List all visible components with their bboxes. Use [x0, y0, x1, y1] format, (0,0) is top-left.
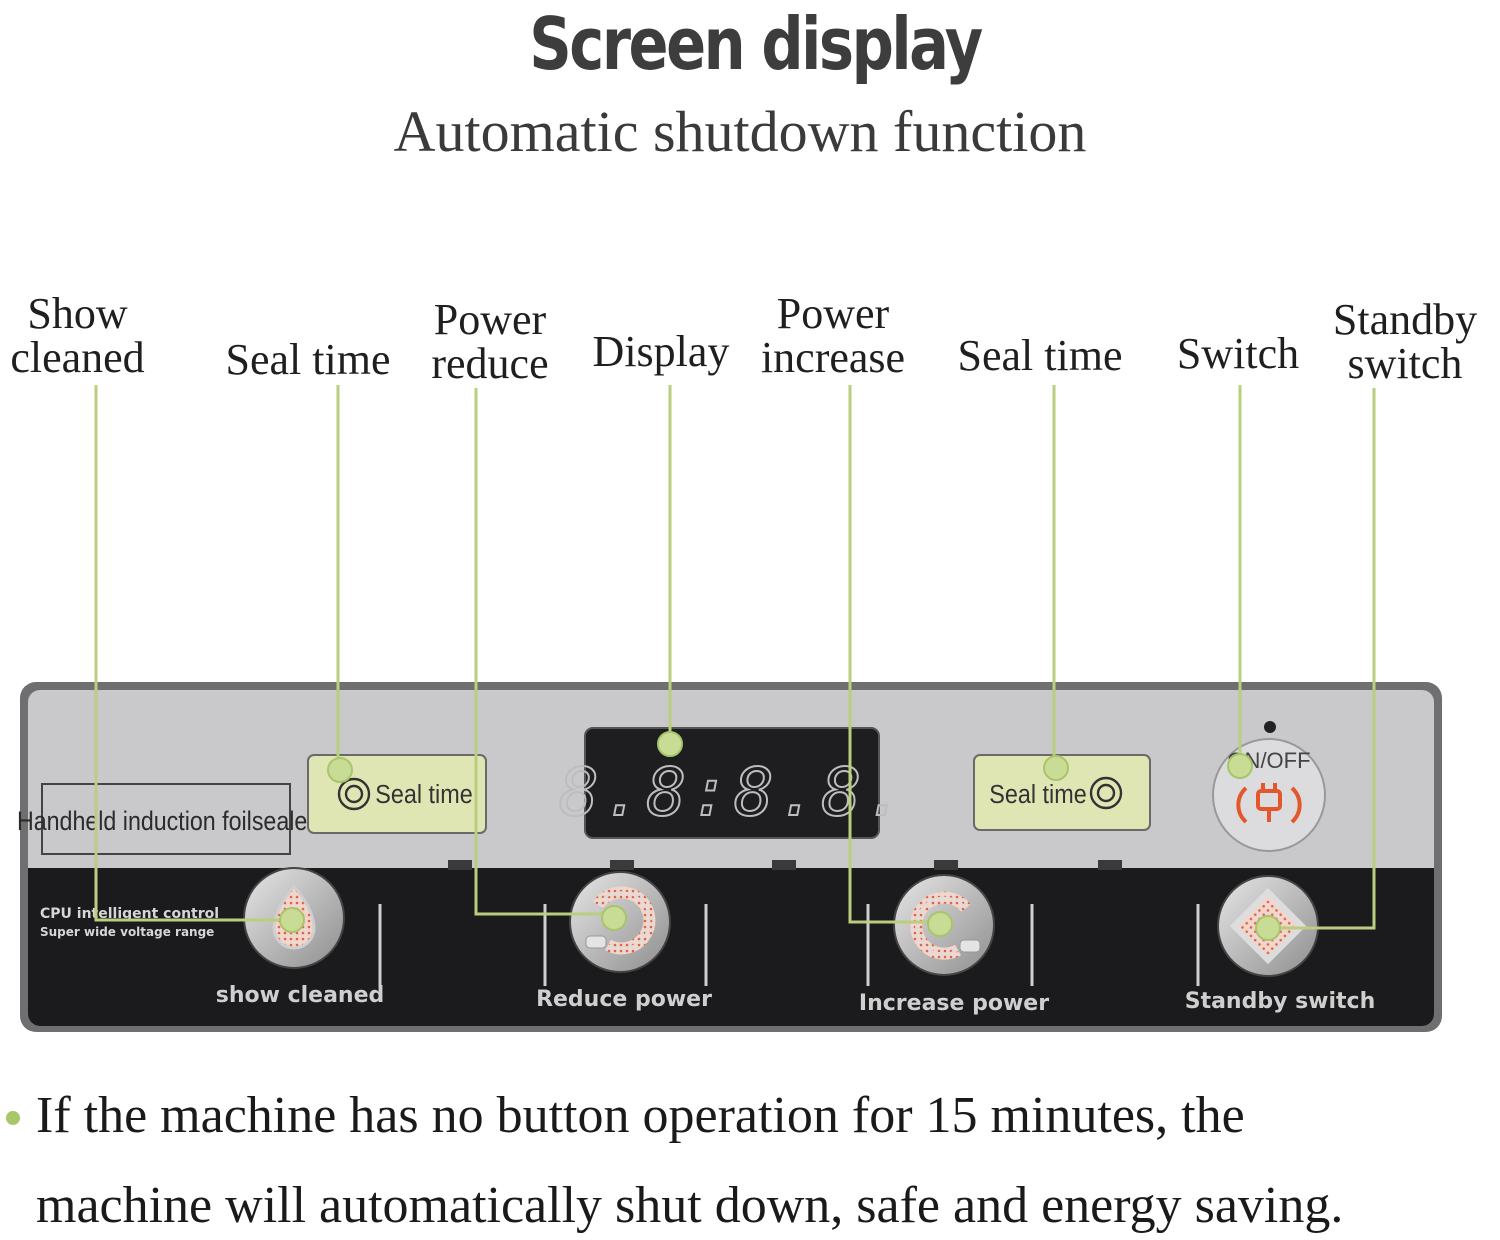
callout-line: Show [27, 289, 128, 338]
control-panel: Handheld induction foilsealer Seal time … [17, 385, 1442, 1032]
leader-show-cleaned [94, 385, 292, 922]
cpu-line-1: CPU intelligent control [40, 906, 219, 922]
seal-time-left-button[interactable] [307, 754, 487, 834]
footnote-line-1: If the machine has no button operation f… [36, 1087, 1245, 1144]
power-plug-icon [1236, 783, 1302, 824]
callout-line: switch [1347, 339, 1463, 388]
digit-display [584, 727, 880, 839]
callout-line: Standby [1332, 295, 1478, 344]
page-subtitle: Automatic shutdown function [393, 99, 1087, 164]
cpu-line-2: Super wide voltage range [40, 925, 214, 939]
callout-line: Display [592, 327, 730, 376]
callout-seal-time-left: Seal time [208, 338, 408, 382]
leader-lines [94, 385, 1376, 930]
seal-time-right-label: Seal time [989, 781, 1086, 809]
seal-time-right-button[interactable] [973, 754, 1151, 831]
leader-dot [657, 731, 683, 757]
leader-dot [601, 905, 627, 931]
indicator-tab [448, 860, 472, 870]
callout-standby-switch: Standby switch [1320, 298, 1490, 386]
callout-show-cleaned: Show cleaned [0, 292, 155, 380]
callout-line: Power [433, 295, 547, 344]
seal-time-left-label: Seal time [375, 781, 472, 809]
plus-arc-icon [910, 891, 981, 960]
leader-dots [279, 731, 1281, 941]
callout-seal-time-right: Seal time [940, 334, 1140, 378]
callout-power-reduce: Power reduce [415, 298, 565, 386]
callout-display: Display [578, 330, 744, 374]
leader-standby-switch [1268, 388, 1376, 930]
callout-line: Seal time [225, 335, 391, 384]
bullet-dot [6, 1111, 20, 1125]
timer-icon [337, 777, 371, 811]
minus-arc-icon [585, 886, 656, 955]
show-cleaned-label: show cleaned [216, 983, 385, 1008]
model-label: Handheld induction foilsealer [17, 806, 315, 836]
page-title: Screen display [529, 2, 983, 86]
callout-switch: Switch [1164, 332, 1312, 376]
leader-dot [1227, 753, 1253, 779]
reduce-power-label: Reduce power [536, 987, 712, 1012]
indicator-tab [772, 860, 796, 870]
leader-power-reduce [474, 388, 616, 916]
leader-dot [927, 911, 953, 937]
display-digits: 8.8:8.8. [559, 754, 909, 831]
callout-line: reduce [431, 339, 549, 388]
callout-power-increase: Power increase [748, 292, 918, 380]
indicator-tab [1098, 860, 1122, 870]
standby-switch-label: Standby switch [1185, 989, 1376, 1014]
callout-line: cleaned [10, 333, 145, 382]
callout-line: Power [776, 289, 890, 338]
model-label-box [41, 783, 291, 855]
indicator-tab [934, 860, 958, 870]
callout-line: Switch [1176, 329, 1300, 378]
leader-dot [279, 907, 305, 933]
callout-line: increase [760, 333, 906, 382]
leader-power-increase [848, 385, 940, 924]
callout-line: Seal time [957, 331, 1123, 380]
leader-dot [1043, 755, 1069, 781]
leader-dot [1255, 915, 1281, 941]
leader-dot [327, 757, 353, 783]
timer-icon [1089, 776, 1123, 810]
led-indicator [1264, 721, 1276, 733]
increase-power-label: Increase power [859, 991, 1049, 1016]
footnote-line-2: machine will automatically shut down, sa… [36, 1177, 1344, 1234]
indicator-tab [610, 860, 634, 870]
